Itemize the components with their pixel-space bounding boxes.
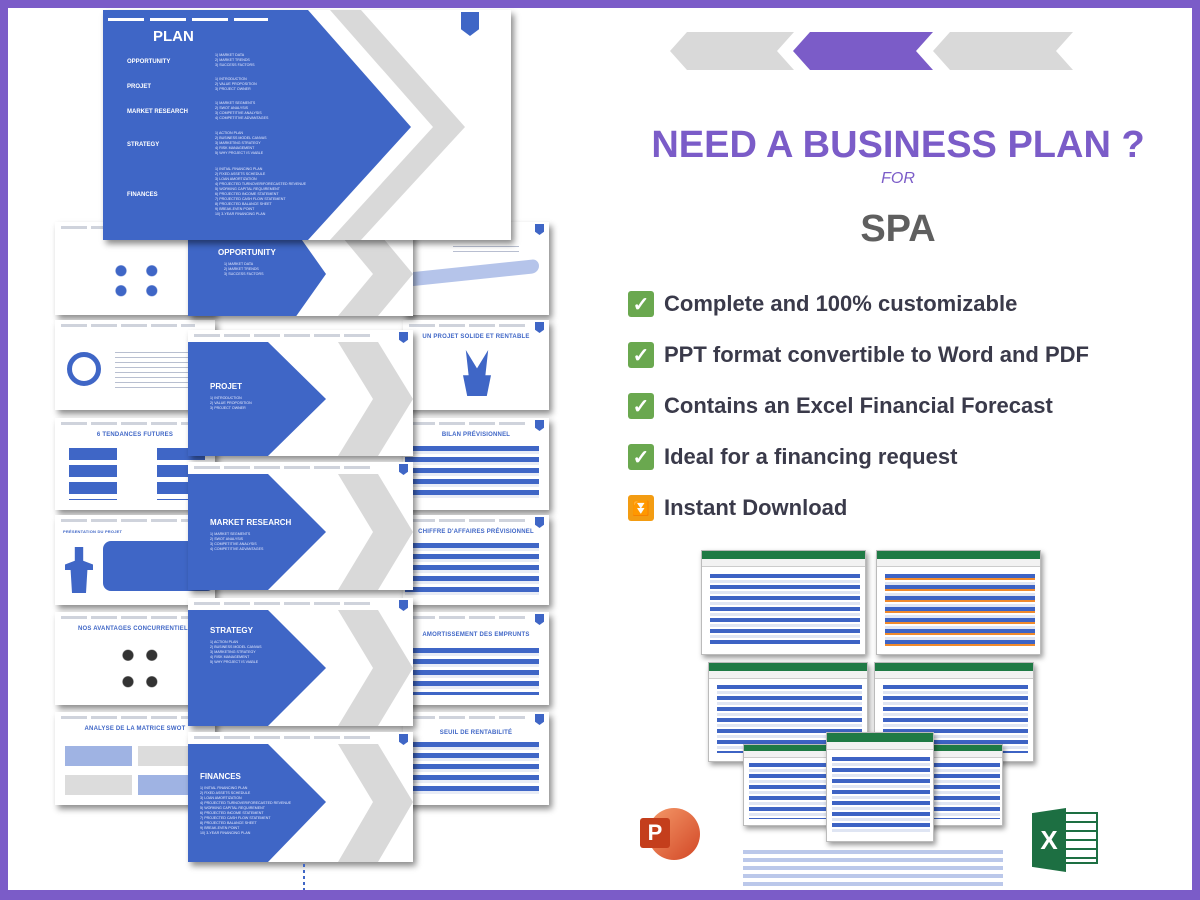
thumb-right-6: SEUIL DE RENTABILITÉ — [403, 712, 549, 805]
headline: NEED A BUSINESS PLAN ? — [651, 124, 1145, 166]
target-icon — [67, 352, 101, 386]
check-mark-icon: ✓ — [628, 291, 654, 317]
thumb-right-5: AMORTISSEMENT DES EMPRUNTS — [403, 612, 549, 705]
plan-title: PLAN — [153, 28, 194, 45]
excel-screenshot — [701, 550, 866, 655]
double-down-arrow-icon: ⏬ — [628, 495, 654, 521]
chevron-active — [793, 32, 933, 70]
chevron-banner — [670, 32, 1073, 70]
collage-reflection — [743, 850, 1003, 890]
excel-screenshot — [876, 550, 1041, 655]
feature-item: ✓Complete and 100% customizable — [628, 291, 1017, 317]
logo-badge-icon — [461, 12, 479, 36]
check-mark-icon: ✓ — [628, 444, 654, 470]
plant-icon — [463, 350, 491, 396]
thumb-right-2: UN PROJET SOLIDE ET RENTABLE — [403, 320, 549, 410]
promo-canvas: 6 TENDANCES FUTURES PRÉSENTATION DU PROJ… — [8, 8, 1192, 890]
powerpoint-icon: P — [640, 808, 700, 864]
excel-icon: X — [1032, 808, 1100, 872]
for-label: FOR — [881, 170, 915, 187]
feature-item: ✓Contains an Excel Financial Forecast — [628, 393, 1053, 419]
thumb-right-4: CHIFFRE D'AFFAIRES PRÉVISIONNEL — [403, 515, 549, 605]
excel-screenshot — [826, 732, 934, 842]
feature-item: ✓PPT format convertible to Word and PDF — [628, 342, 1089, 368]
feature-item: ⏬Instant Download — [628, 495, 847, 521]
thumb-right-3: BILAN PRÉVISIONNEL — [403, 418, 549, 510]
chevron-right — [933, 32, 1073, 70]
speaker-icon — [65, 547, 93, 593]
check-mark-icon: ✓ — [628, 393, 654, 419]
chevron-left — [670, 32, 794, 70]
road-graphic — [403, 258, 539, 288]
subject-title: SPA — [860, 208, 936, 250]
check-mark-icon: ✓ — [628, 342, 654, 368]
feature-item: ✓Ideal for a financing request — [628, 444, 957, 470]
thumb-left-5: NOS AVANTAGES CONCURRENTIELS — [55, 612, 215, 705]
dotted-connector — [303, 864, 305, 890]
